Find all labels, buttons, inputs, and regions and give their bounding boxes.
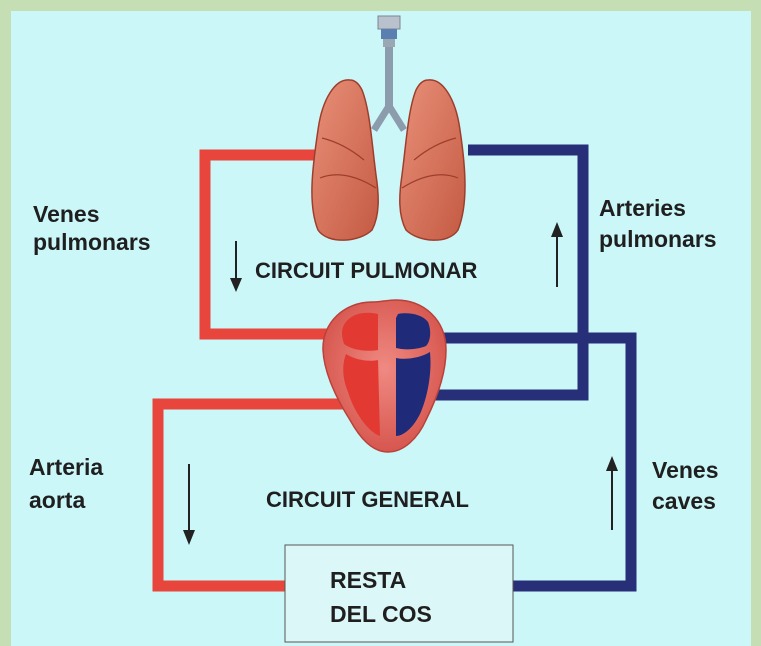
resta-del-cos-label-line2: DEL COS <box>330 601 432 627</box>
arteries-pulmonars-label-line2: pulmonars <box>599 226 717 252</box>
right-ventricle <box>396 352 431 436</box>
left-lung <box>400 80 465 240</box>
resta-del-cos-label-line1: RESTA <box>330 567 406 593</box>
venes-pulmonars-label-line2: pulmonars <box>33 229 151 255</box>
arteria-aorta-label-line2: aorta <box>29 487 85 513</box>
rest-of-body-box <box>285 545 513 642</box>
circuit-general-label: CIRCUIT GENERAL <box>266 487 469 512</box>
up-arrow-systemic-icon <box>606 456 618 530</box>
up-arrow-pulmonary-icon <box>551 222 563 287</box>
arteria-aorta-label-line1: Arteria <box>29 454 103 480</box>
heart <box>323 300 446 452</box>
trachea <box>374 16 404 130</box>
venes-caves-label-line2: caves <box>652 488 716 514</box>
right-lung <box>312 80 378 240</box>
venes-caves-label-line1: Venes <box>652 457 719 483</box>
venes-pulmonars-label-line1: Venes <box>33 201 100 227</box>
circuit-pulmonar-label: CIRCUIT PULMONAR <box>255 258 478 283</box>
down-arrow-pulmonary-icon <box>230 241 242 292</box>
arteries-pulmonars-label-line1: Arteries <box>599 195 686 221</box>
down-arrow-systemic-icon <box>183 464 195 545</box>
